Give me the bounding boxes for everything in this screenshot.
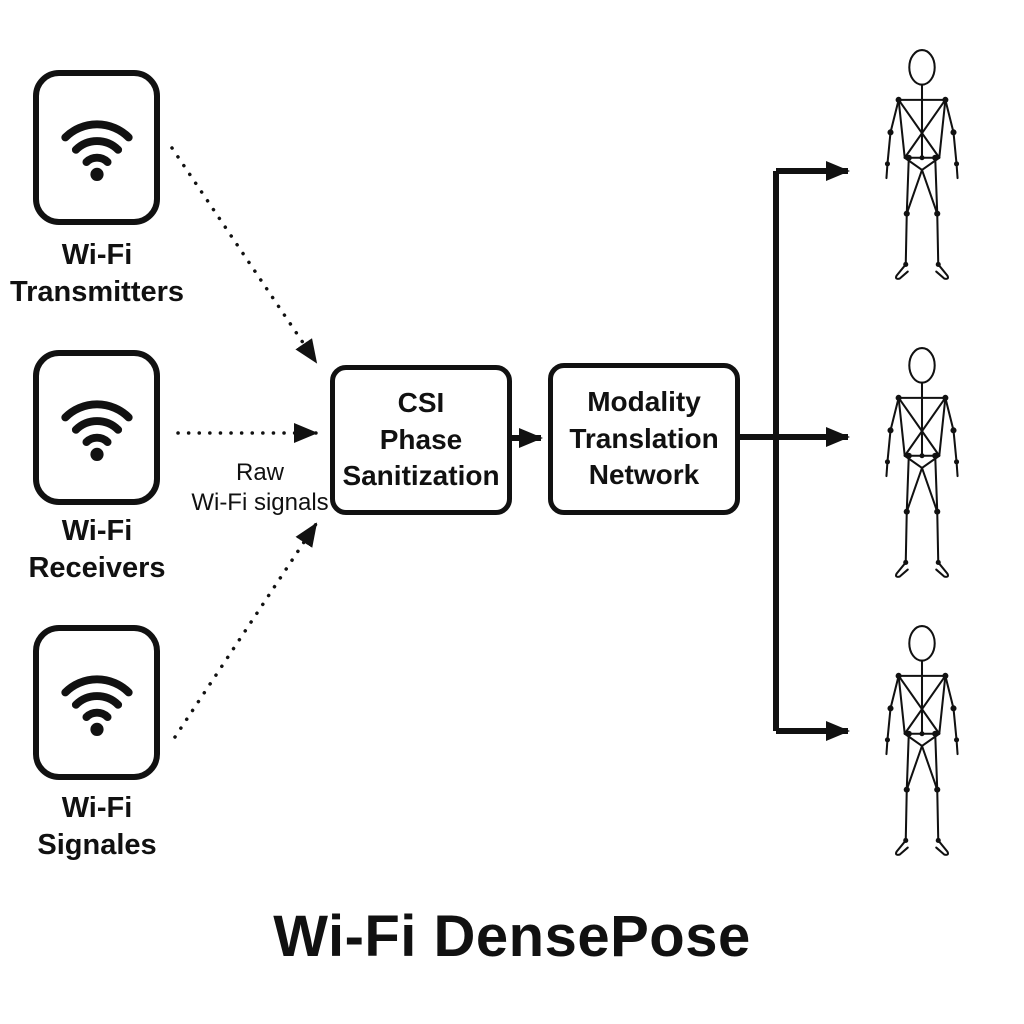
wifi-receivers-label: Wi-Fi Receivers	[0, 513, 199, 587]
raw-wifi-signals-line2: Wi-Fi signals	[191, 489, 329, 516]
wifi-transmitters-label-line1: Wi-Fi	[61, 239, 133, 271]
mtn-box-line3: Network	[588, 459, 700, 491]
human-pose-icon	[866, 344, 978, 598]
human-pose-icon	[866, 46, 978, 300]
human-pose-figure	[866, 344, 978, 598]
wifi-receivers-icon-box	[33, 350, 160, 505]
wifi-signals-label: Wi-Fi Signales	[0, 790, 199, 864]
csi-phase-sanitization-box: CSI Phase Sanitization	[330, 365, 512, 515]
wifi-signals-label-line2: Signales	[37, 829, 157, 862]
wifi-signals-icon-box	[33, 625, 160, 780]
wifi-receivers-label-line1: Wi-Fi	[61, 515, 133, 547]
raw-wifi-signals-line1: Raw	[235, 459, 284, 486]
wifi-icon	[53, 659, 141, 747]
wifi-icon	[53, 104, 141, 192]
human-pose-icon	[866, 622, 978, 876]
mtn-box-line1: Modality	[587, 385, 701, 417]
wifi-signals-label-line1: Wi-Fi	[61, 792, 133, 824]
csi-box-line3: Sanitization	[342, 460, 500, 492]
wifi-receivers-label-line2: Receivers	[28, 552, 166, 585]
human-pose-figure	[866, 46, 978, 300]
diagram-title: Wi-Fi DensePose	[273, 904, 751, 969]
wifi-icon	[53, 384, 141, 472]
wifi-transmitters-label: Wi-Fi Transmitters	[0, 237, 199, 311]
raw-wifi-signals-label: Raw Wi-Fi signals	[185, 458, 335, 518]
modality-translation-network-box: Modality Translation Network	[548, 363, 740, 515]
wifi-transmitters-label-line2: Transmitters	[9, 276, 185, 309]
csi-box-line1: CSI	[397, 386, 445, 418]
wifi-transmitters-icon-box	[33, 70, 160, 225]
mtn-box-line2: Translation	[569, 422, 719, 454]
human-pose-figure	[866, 622, 978, 876]
csi-box-line2: Phase	[379, 423, 463, 455]
